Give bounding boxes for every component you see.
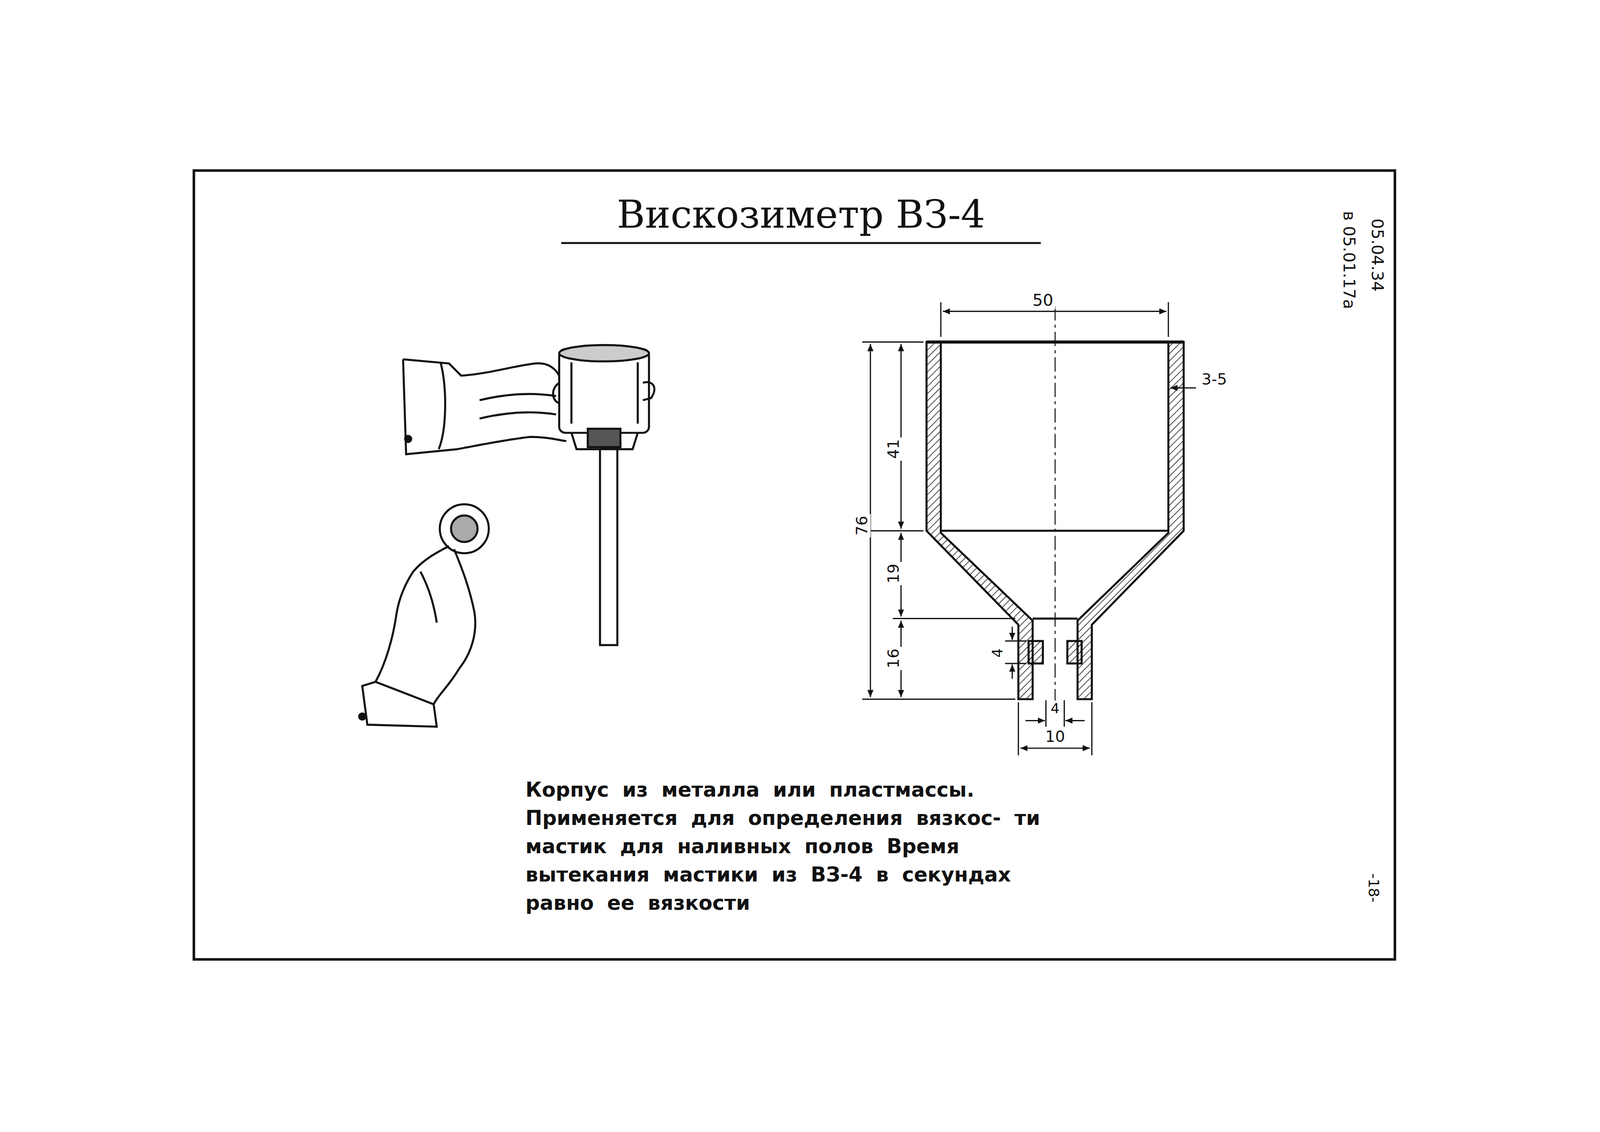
dimension-value: 41 [885, 437, 903, 461]
description-note: Корпус из металла или пластмассы. Примен… [525, 775, 1087, 918]
hand-with-viscometer [402, 344, 655, 646]
funnel-section [926, 306, 1184, 715]
hand-with-nozzle [359, 504, 489, 727]
dimension-value: 19 [885, 561, 903, 585]
sheet-code: в 05.01.17а [1339, 211, 1359, 310]
dimension-value: 4 [990, 646, 1006, 660]
dimension-value: 16 [885, 646, 903, 670]
title-underline [561, 241, 1041, 244]
sheet-code: 05.04.34 [1368, 218, 1387, 292]
drawing-title: Вискозиметр ВЗ-4 [616, 192, 986, 235]
dimension-lines [862, 302, 1196, 756]
dimension-value: 50 [1030, 291, 1056, 310]
page-number: -18- [1365, 873, 1382, 903]
dimension-value: 10 [1043, 728, 1067, 746]
dimension-value: 3-5 [1199, 370, 1230, 388]
sheet-frame [193, 170, 1395, 960]
dimension-value: 4 [1048, 700, 1062, 716]
dimension-value: 76 [853, 513, 871, 537]
